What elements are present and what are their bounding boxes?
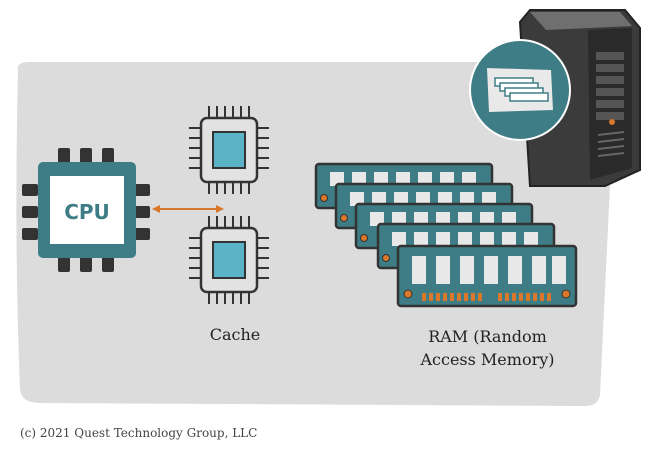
ram-stick-icon xyxy=(314,162,578,308)
cpu-label: CPU xyxy=(64,200,110,224)
cache-chip-icon xyxy=(189,106,269,194)
cpu-chip-icon: CPU xyxy=(22,148,150,272)
cache-label: Cache xyxy=(209,325,261,344)
server-tower-icon xyxy=(469,9,641,187)
background-blob xyxy=(16,62,610,406)
ram-label-line-1: RAM (Random xyxy=(428,327,547,346)
ram-label: RAM (Random Access Memory) xyxy=(395,325,580,371)
ram-label-line-2: Access Memory) xyxy=(420,350,555,369)
copyright-notice: (c) 2021 Quest Technology Group, LLC xyxy=(20,426,258,440)
cache-chip-icon xyxy=(189,216,269,304)
bidirectional-arrow-icon xyxy=(152,205,224,213)
